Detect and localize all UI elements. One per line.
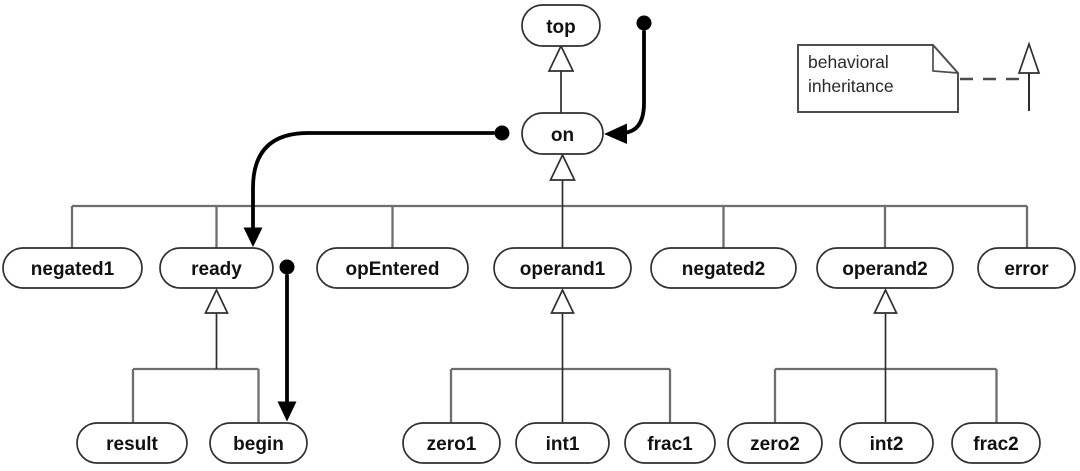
default-arrow-to-begin <box>277 259 297 422</box>
state-label: top <box>546 17 576 38</box>
state-node-opEntered: opEntered <box>316 247 469 289</box>
state-node-ready: ready <box>159 247 274 289</box>
substate-bus-lines <box>70 204 1029 423</box>
state-node-result: result <box>76 422 188 464</box>
filled-arrowhead-icon <box>277 401 297 422</box>
state-label: begin <box>233 434 284 455</box>
state-label: int2 <box>870 434 904 455</box>
arrow-origin-dot-icon <box>279 259 295 275</box>
state-node-int2: int2 <box>839 422 934 464</box>
state-node-begin: begin <box>209 422 308 464</box>
state-label: negated1 <box>31 259 115 280</box>
state-node-frac2: frac2 <box>951 422 1041 464</box>
state-node-on: on <box>521 112 604 155</box>
state-node-int1: int1 <box>515 422 610 464</box>
state-label: frac2 <box>973 434 1018 455</box>
legend-text-line2: inheritance <box>808 76 894 96</box>
filled-arrowhead-icon <box>604 123 627 144</box>
state-label: zero2 <box>750 434 800 455</box>
inheritance-lines <box>215 71 887 423</box>
arrow-origin-dot-icon <box>494 125 510 141</box>
legend-note-fold-icon <box>932 45 959 74</box>
main-bus-line <box>70 204 1029 248</box>
legend: behavioral inheritance <box>797 41 1041 113</box>
open-triangle-below-ready-icon <box>204 288 229 314</box>
inheritance-arrowheads <box>204 44 898 314</box>
open-triangle-below-operand2-icon <box>873 288 898 314</box>
state-node-zero2: zero2 <box>727 422 823 464</box>
state-node-top: top <box>521 4 601 47</box>
state-label: on <box>551 125 574 146</box>
state-node-negated2: negated2 <box>650 247 797 289</box>
state-label: negated2 <box>682 259 765 280</box>
operand1-sub-bus-line <box>449 367 672 423</box>
arrow-origin-dot-icon <box>636 15 652 31</box>
state-label: frac1 <box>647 434 693 455</box>
legend-open-triangle-icon <box>1017 41 1041 74</box>
state-label: zero1 <box>427 434 477 455</box>
state-node-operand2: operand2 <box>816 247 954 289</box>
filled-arrowhead-icon <box>243 227 263 247</box>
default-arrow-to-ready <box>243 125 510 247</box>
state-label: operand1 <box>520 259 606 280</box>
legend-note-shape <box>797 44 959 113</box>
ready-sub-bus-line <box>131 367 260 423</box>
state-label: error <box>1004 259 1049 280</box>
state-label: operand2 <box>842 259 928 280</box>
arrow-curve <box>620 30 646 135</box>
state-node-operand1: operand1 <box>493 247 632 289</box>
legend-text-line1: behavioral <box>808 52 889 72</box>
state-node-negated1: negated1 <box>2 247 143 289</box>
state-node-frac1: frac1 <box>624 422 716 464</box>
open-triangle-below-top-icon <box>547 44 575 72</box>
open-triangle-below-on-icon <box>549 153 576 181</box>
arrow-curve <box>251 131 495 230</box>
default-arrow-to-on <box>604 15 652 144</box>
state-label: ready <box>191 259 242 280</box>
state-node-error: error <box>977 247 1076 289</box>
state-label: int1 <box>546 434 580 455</box>
state-label: result <box>106 434 158 455</box>
state-node-zero1: zero1 <box>402 422 501 464</box>
open-triangle-below-operand1-icon <box>550 288 575 314</box>
state-label: opEntered <box>346 259 440 280</box>
